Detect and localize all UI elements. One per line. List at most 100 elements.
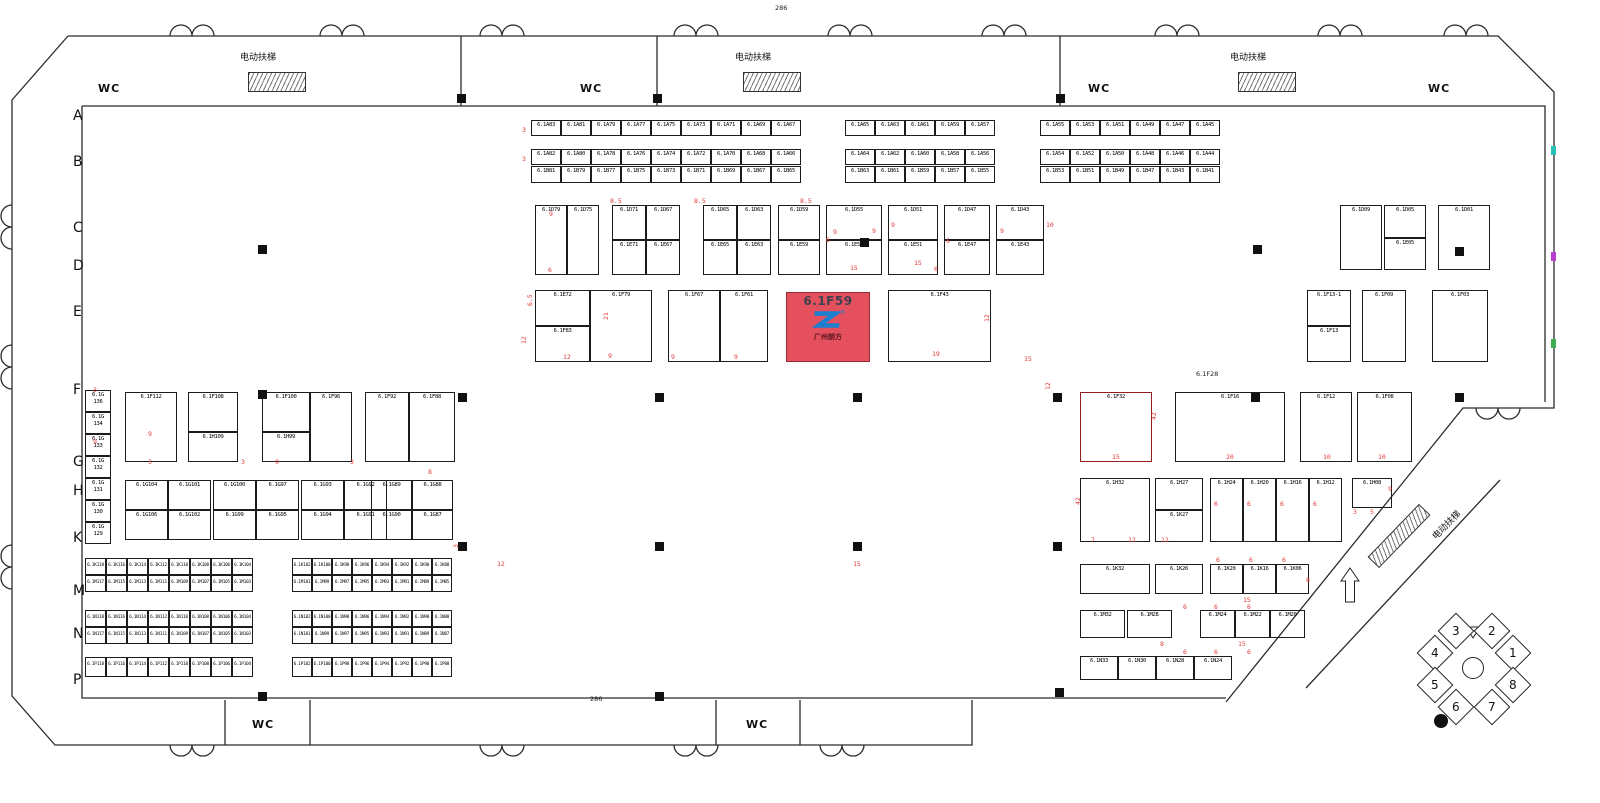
booth-6.1K88[interactable]: 6.1K88 [432,558,452,575]
booth-6.1A57[interactable]: 6.1A57 [965,120,995,136]
booth-6.1E55[interactable]: 6.1E55 [826,240,882,275]
booth-6.1M97[interactable]: 6.1M97 [332,575,352,592]
booth-6.1G94[interactable]: 6.1G94 [301,510,344,540]
booth-6.1E05[interactable]: 6.1E05 [1384,238,1426,270]
booth-6.1M91[interactable]: 6.1M91 [392,575,412,592]
booth-6.1N93[interactable]: 6.1N93 [372,627,392,644]
booth-6.1A56[interactable]: 6.1A56 [965,149,995,165]
booth-6.1K16[interactable]: 6.1K16 [1243,564,1276,594]
booth-6.1M107[interactable]: 6.1M107 [190,575,211,592]
booth-6.1K108[interactable]: 6.1K108 [190,558,211,575]
booth-6.1K27[interactable]: 6.1K27 [1155,510,1203,542]
booth-6.1A75[interactable]: 6.1A75 [651,120,681,136]
booth-6.1K94[interactable]: 6.1K94 [372,558,392,575]
booth-6.1G133[interactable]: 6.1G 133 [85,434,111,456]
booth-6.1F12[interactable]: 6.1F12 [1300,392,1352,462]
booth-6.1D59[interactable]: 6.1D59 [778,205,820,240]
booth-6.1A58[interactable]: 6.1A58 [935,149,965,165]
booth-6.1M32[interactable]: 6.1M32 [1080,610,1125,638]
booth-6.1A65[interactable]: 6.1A65 [845,120,875,136]
booth-6.1A71[interactable]: 6.1A71 [711,120,741,136]
booth-6.1N113[interactable]: 6.1N113 [127,627,148,644]
booth-6.1N104[interactable]: 6.1N104 [232,610,253,627]
booth-6.1A61[interactable]: 6.1A61 [905,120,935,136]
booth-6.1N118[interactable]: 6.1N118 [85,610,106,627]
booth-6.1K26[interactable]: 6.1K26 [1155,564,1203,594]
booth-6.1B73[interactable]: 6.1B73 [651,166,681,183]
booth-6.1A74[interactable]: 6.1A74 [651,149,681,165]
booth-6.1F108[interactable]: 6.1F108 [188,392,238,432]
booth-6.1F92[interactable]: 6.1F92 [365,392,409,462]
booth-6.1N110[interactable]: 6.1N110 [169,610,190,627]
booth-6.1N24[interactable]: 6.1N24 [1194,656,1232,680]
booth-6.1N105[interactable]: 6.1N105 [211,627,232,644]
booth-6.1G90[interactable]: 6.1G90 [371,510,412,540]
booth-6.1N96[interactable]: 6.1N96 [352,610,372,627]
booth-6.1N107[interactable]: 6.1N107 [190,627,211,644]
booth-6.1E43[interactable]: 6.1E43 [996,240,1044,275]
booth-6.1B41[interactable]: 6.1B41 [1190,166,1220,183]
booth-6.1F112[interactable]: 6.1F112 [125,392,177,462]
booth-6.1A60[interactable]: 6.1A60 [905,149,935,165]
booth-6.1M117[interactable]: 6.1M117 [85,575,106,592]
booth-6.1D09[interactable]: 6.1D09 [1340,205,1382,270]
booth-6.1B55[interactable]: 6.1B55 [965,166,995,183]
booth-6.1F03[interactable]: 6.1F03 [1432,290,1488,362]
booth-6.1G102[interactable]: 6.1G102 [168,510,211,540]
booth-6.1K114[interactable]: 6.1K114 [127,558,148,575]
booth-6.1M89[interactable]: 6.1M89 [412,575,432,592]
booth-6.1K90[interactable]: 6.1K90 [412,558,432,575]
booth-6.1B67[interactable]: 6.1B67 [741,166,771,183]
booth-6.1A62[interactable]: 6.1A62 [875,149,905,165]
booth-6.1P112[interactable]: 6.1P112 [148,657,169,677]
booth-6.1P100[interactable]: 6.1P100 [312,657,332,677]
booth-6.1B75[interactable]: 6.1B75 [621,166,651,183]
booth-6.1M24[interactable]: 6.1M24 [1200,610,1235,638]
booth-6.1A68[interactable]: 6.1A68 [741,149,771,165]
booth-6.1E67[interactable]: 6.1E67 [646,240,680,275]
booth-6.1F08[interactable]: 6.1F08 [1357,392,1412,462]
booth-6.1H16[interactable]: 6.1H16 [1276,478,1309,542]
booth-6.1N115[interactable]: 6.1N115 [106,627,127,644]
booth-6.1M20[interactable]: 6.1M20 [1270,610,1305,638]
booth-6.1M85[interactable]: 6.1M85 [432,575,452,592]
booth-6.1A73[interactable]: 6.1A73 [681,120,711,136]
booth-6.1G130[interactable]: 6.1G 130 [85,500,111,522]
booth-6.1D01[interactable]: 6.1D01 [1438,205,1490,270]
booth-6.1A44[interactable]: 6.1A44 [1190,149,1220,165]
booth-6.1B47[interactable]: 6.1B47 [1130,166,1160,183]
booth-6.1P106[interactable]: 6.1P106 [211,657,232,677]
booth-6.1H99[interactable]: 6.1H99 [262,432,310,462]
booth-6.1E65[interactable]: 6.1E65 [703,240,737,275]
booth-6.1M93[interactable]: 6.1M93 [372,575,392,592]
booth-6.1G89[interactable]: 6.1G89 [371,480,412,510]
booth-6.1N101[interactable]: 6.1N101 [292,627,312,644]
booth-6.1M101[interactable]: 6.1M101 [292,575,312,592]
booth-6.1G131[interactable]: 6.1G 131 [85,478,111,500]
booth-6.1K112[interactable]: 6.1K112 [148,558,169,575]
booth-6.1A69[interactable]: 6.1A69 [741,120,771,136]
booth-6.1N98[interactable]: 6.1N98 [332,610,352,627]
booth-6.1G93[interactable]: 6.1G93 [301,480,344,510]
booth-6.1M103[interactable]: 6.1M103 [232,575,253,592]
booth-6.1B71[interactable]: 6.1B71 [681,166,711,183]
booth-6.1A47[interactable]: 6.1A47 [1160,120,1190,136]
booth-6.1G100[interactable]: 6.1G100 [213,480,256,510]
booth-6.1F13-1[interactable]: 6.1F13-1 [1307,290,1351,326]
booth-6.1N30[interactable]: 6.1N30 [1118,656,1156,680]
booth-6.1K20[interactable]: 6.1K20 [1210,564,1243,594]
booth-6.1D51[interactable]: 6.1D51 [888,205,938,240]
booth-6.1A80[interactable]: 6.1A80 [561,149,591,165]
booth-6.1K106[interactable]: 6.1K106 [211,558,232,575]
booth-6.1N114[interactable]: 6.1N114 [127,610,148,627]
booth-6.1A82[interactable]: 6.1A82 [531,149,561,165]
booth-6.1F67[interactable]: 6.1F67 [668,290,720,362]
booth-6.1E59[interactable]: 6.1E59 [778,240,820,275]
booth-6.1H109[interactable]: 6.1H109 [188,432,238,462]
booth-6.1D65[interactable]: 6.1D65 [703,205,737,240]
booth-6.1B65[interactable]: 6.1B65 [771,166,801,183]
booth-6.1B59[interactable]: 6.1B59 [905,166,935,183]
booth-6.1P88[interactable]: 6.1P88 [432,657,452,677]
booth-6.1G104[interactable]: 6.1G104 [125,480,168,510]
booth-6.1E47[interactable]: 6.1E47 [944,240,990,275]
